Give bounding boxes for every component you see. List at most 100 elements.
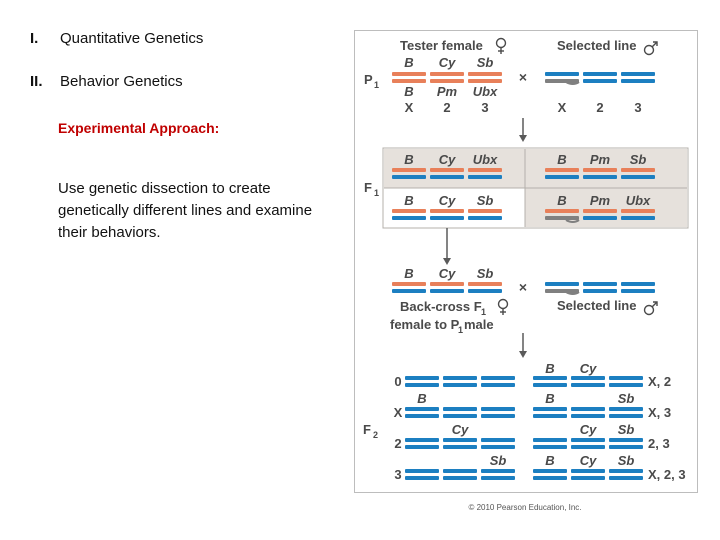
- f1-chromosome-top: [621, 209, 655, 213]
- f2-chromosome-bottom: [609, 383, 643, 387]
- f1-chromosome-top: [583, 168, 617, 172]
- backcross-allele: Sb: [477, 266, 494, 281]
- f2-row-suffix: 2, 3: [648, 436, 670, 451]
- f2-chromosome-bottom: [609, 476, 643, 480]
- f2-chromosome-bottom: [443, 476, 477, 480]
- f2-chromosome-top: [481, 469, 515, 473]
- arrow-p1-f1-head: [519, 135, 527, 142]
- f1-allele: Pm: [590, 193, 611, 208]
- f1-allele: Cy: [439, 152, 456, 167]
- f2-allele: Sb: [618, 391, 635, 406]
- selected-line-label: Selected line: [557, 38, 636, 53]
- f1-chromosome-bottom: [545, 175, 579, 179]
- f2-chromosome-bottom: [533, 445, 567, 449]
- f1-chromosome-bottom: [583, 216, 617, 220]
- f2-row-label: X: [394, 405, 403, 420]
- f2-chromosome-bottom: [405, 383, 439, 387]
- approach-text: Use genetic dissection to create genetic…: [58, 180, 313, 241]
- f2-chromosome-bottom: [533, 476, 567, 480]
- f2-chromosome-top: [405, 407, 439, 411]
- f2-allele: Cy: [580, 361, 597, 376]
- f1-chromosome-top: [392, 168, 426, 172]
- f1-chromosome-top: [545, 209, 579, 213]
- backcross-chromosome-top: [430, 282, 464, 286]
- tester-chromosome-top: [392, 72, 426, 76]
- f2-chromosome-top: [571, 407, 605, 411]
- f2-chromosome-top: [609, 469, 643, 473]
- backcross-chromosome-top: [392, 282, 426, 286]
- f1-chromosome-bottom: [468, 175, 502, 179]
- f1-chromosome-bottom: [545, 216, 579, 220]
- backcross-label: Back-cross F: [400, 299, 482, 314]
- f2-allele: Sb: [618, 453, 635, 468]
- f2-chromosome-top: [571, 376, 605, 380]
- f2-chromosome-top: [533, 469, 567, 473]
- f2-chromosome-top: [533, 438, 567, 442]
- f1-chromosome-bottom: [621, 175, 655, 179]
- f2-chromosome-top: [405, 469, 439, 473]
- f2-allele: B: [545, 391, 554, 406]
- f2-chromosome-top: [609, 438, 643, 442]
- f1-chromosome-top: [583, 209, 617, 213]
- f2-chromosome-bottom: [571, 445, 605, 449]
- backcross-allele: Cy: [439, 266, 456, 281]
- arrow-backcross-f2-head: [519, 351, 527, 358]
- tester-chromosome-bottom: [392, 79, 426, 83]
- male-symbol: [643, 44, 655, 56]
- tester-top-allele: Sb: [477, 55, 494, 70]
- outline-text: Quantitative Genetics: [60, 30, 204, 47]
- f2-allele: B: [545, 453, 554, 468]
- f1-allele: B: [557, 152, 566, 167]
- f2-label-sub: 2: [373, 430, 378, 440]
- backcross-chromosome-bottom: [468, 289, 502, 293]
- f2-label: F: [363, 422, 371, 437]
- f1-chromosome-bottom: [392, 216, 426, 220]
- outline-item-1: I.Quantitative Genetics: [30, 30, 203, 47]
- diagram-frame: [354, 30, 698, 493]
- f2-chromosome-bottom: [533, 383, 567, 387]
- backcross-male-chromosome-bottom: [621, 289, 655, 293]
- f2-chromosome-top: [481, 438, 515, 442]
- f1-allele: Ubx: [626, 193, 651, 208]
- tester-top-allele: B: [404, 55, 413, 70]
- f2-chromosome-bottom: [481, 383, 515, 387]
- f1-chromosome-top: [621, 168, 655, 172]
- f1-chromosome-top: [430, 209, 464, 213]
- chromosome-number: 3: [481, 100, 488, 115]
- f2-allele: Cy: [452, 422, 469, 437]
- f2-chromosome-bottom: [571, 414, 605, 418]
- f1-chromosome-top: [468, 209, 502, 213]
- f2-chromosome-top: [609, 407, 643, 411]
- f1-chromosome-bottom: [392, 175, 426, 179]
- outline-item-2: II.Behavior Genetics: [30, 73, 183, 90]
- f1-chromosome-top: [430, 168, 464, 172]
- f1-allele: Cy: [439, 193, 456, 208]
- selected-line-label: Selected line: [557, 298, 636, 313]
- f2-allele: B: [545, 361, 554, 376]
- backcross-label: female to P: [390, 317, 460, 332]
- male-symbol-tip: [653, 301, 658, 306]
- selected-chromosome-bottom: [583, 79, 617, 83]
- outline-text: Behavior Genetics: [60, 73, 183, 90]
- tester-chromosome-top: [430, 72, 464, 76]
- tester-bottom-allele: Pm: [437, 84, 458, 99]
- f1-allele: B: [404, 152, 413, 167]
- f2-chromosome-bottom: [571, 476, 605, 480]
- f1-chromosome-bottom: [468, 216, 502, 220]
- selected-chromosome-bottom: [545, 79, 579, 83]
- backcross-chromosome-bottom: [392, 289, 426, 293]
- f1-allele: B: [404, 193, 413, 208]
- backcross-allele: B: [404, 266, 413, 281]
- f2-row-label: 2: [394, 436, 401, 451]
- backcross-chromosome-bottom: [430, 289, 464, 293]
- f2-chromosome-top: [571, 469, 605, 473]
- f2-allele: B: [417, 391, 426, 406]
- f1-chromosome-bottom: [430, 175, 464, 179]
- f2-chromosome-bottom: [481, 476, 515, 480]
- chromosome-number: X: [558, 100, 567, 115]
- f2-chromosome-top: [609, 376, 643, 380]
- backcross-male-chromosome-bottom: [545, 289, 579, 293]
- f2-chromosome-bottom: [571, 383, 605, 387]
- f2-row-suffix: X, 3: [648, 405, 671, 420]
